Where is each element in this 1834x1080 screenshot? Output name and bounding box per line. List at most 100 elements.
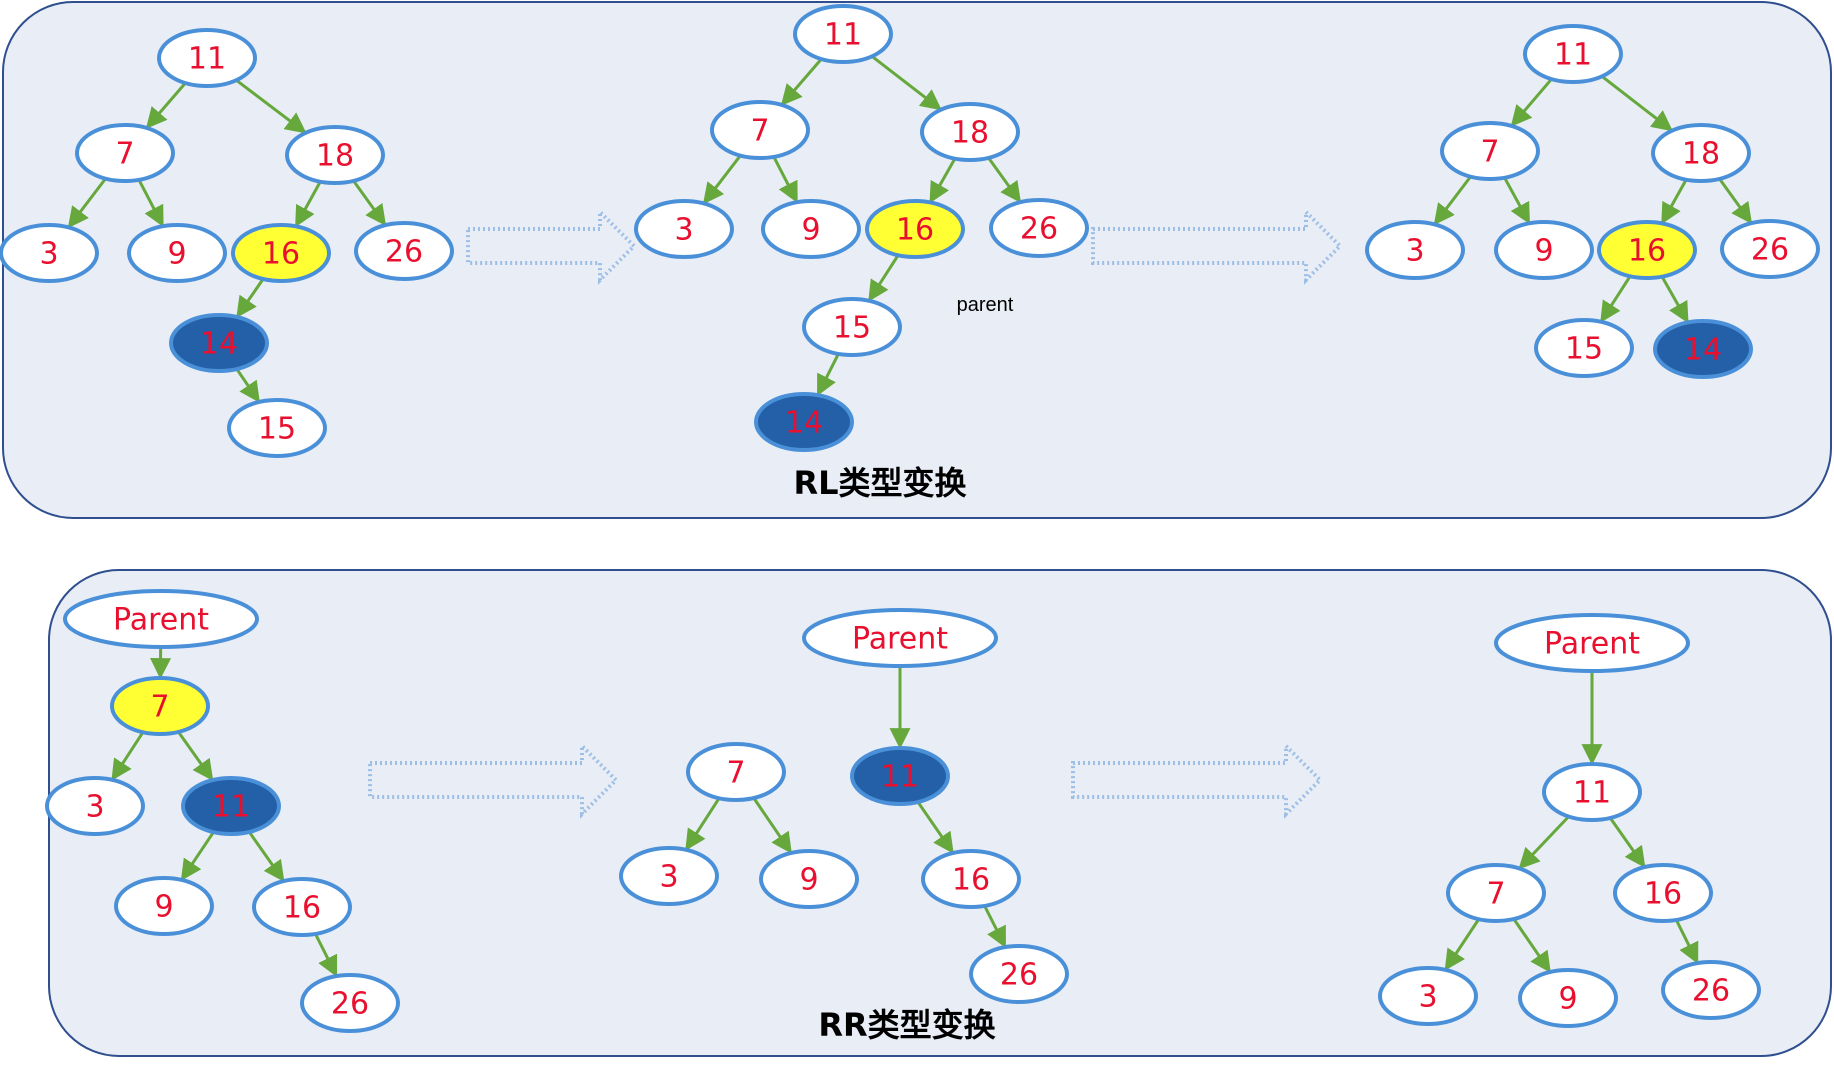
tree-node: 26 xyxy=(969,944,1069,1004)
tree-node: Parent xyxy=(1494,613,1690,673)
tree-node: 11 xyxy=(1523,24,1623,84)
rr-caption: RR类型变换 xyxy=(818,1006,995,1044)
tree-node: 14 xyxy=(169,313,269,373)
node-label: 26 xyxy=(1692,974,1730,1009)
tree-node: 26 xyxy=(1661,960,1761,1020)
tree-edge xyxy=(1608,817,1646,868)
node-label: 3 xyxy=(85,790,104,825)
tree-node: 7 xyxy=(75,123,175,183)
node-label: 26 xyxy=(1000,958,1038,993)
tree-node: 18 xyxy=(285,125,385,185)
tree-node: Parent xyxy=(802,608,998,668)
tree-node: 15 xyxy=(1534,318,1634,378)
node-label: Parent xyxy=(1544,627,1640,662)
tree-node: 3 xyxy=(0,223,99,283)
node-label: 15 xyxy=(1565,332,1603,367)
node-label: 7 xyxy=(150,690,169,725)
node-label: 18 xyxy=(316,139,354,174)
node-label: 26 xyxy=(1751,233,1789,268)
node-ellipse xyxy=(920,102,1020,162)
node-ellipse xyxy=(127,223,227,283)
tree-node: 14 xyxy=(1653,319,1753,379)
node-label: 7 xyxy=(115,137,134,172)
node-label: 3 xyxy=(1405,234,1424,269)
node-label: 11 xyxy=(188,42,226,77)
node-ellipse xyxy=(761,199,861,259)
tree-node: 26 xyxy=(354,221,454,281)
tree-edge xyxy=(177,731,214,782)
tree-node: 3 xyxy=(619,846,719,906)
tree-edge xyxy=(868,254,900,302)
node-label: 11 xyxy=(212,790,250,825)
tree-node: 26 xyxy=(1720,219,1820,279)
tree-edges xyxy=(67,55,1753,978)
node-label: 16 xyxy=(1644,877,1682,912)
tree-node: 3 xyxy=(45,776,145,836)
node-label: 26 xyxy=(1020,212,1058,247)
tree-node: 9 xyxy=(114,876,214,936)
node-ellipse xyxy=(1661,960,1761,1020)
node-label: 3 xyxy=(1418,980,1437,1015)
node-ellipse xyxy=(1494,220,1594,280)
node-ellipse xyxy=(1534,318,1634,378)
tree-node: 11 xyxy=(850,746,950,806)
node-ellipse xyxy=(1378,966,1478,1026)
node-label: 11 xyxy=(881,760,919,795)
tree-edge xyxy=(352,179,387,227)
tree-edge xyxy=(780,58,823,106)
node-label: 11 xyxy=(1573,776,1611,811)
node-ellipse xyxy=(227,398,327,458)
node-ellipse xyxy=(1440,121,1540,181)
node-label: 7 xyxy=(750,114,769,149)
transition-arrow-icon xyxy=(466,207,637,285)
node-ellipse xyxy=(686,742,786,802)
node-ellipse xyxy=(169,313,269,373)
tree-edge xyxy=(1518,815,1570,870)
tree-node: 11 xyxy=(1542,762,1642,822)
node-label: 9 xyxy=(1558,982,1577,1017)
node-label: 14 xyxy=(785,406,823,441)
node-ellipse xyxy=(1613,863,1713,923)
parent-note: parent xyxy=(957,294,1014,316)
tree-edge xyxy=(235,368,260,403)
node-ellipse xyxy=(989,198,1089,258)
node-label: 16 xyxy=(262,237,300,272)
node-label: 14 xyxy=(200,327,238,362)
transition-arrows xyxy=(368,207,1343,819)
tree-edge xyxy=(67,177,107,229)
node-label: Parent xyxy=(852,622,948,657)
tree-node: 9 xyxy=(1518,968,1618,1028)
tree-node: Parent xyxy=(63,589,259,649)
tree-edge xyxy=(1512,918,1551,973)
node-label: 16 xyxy=(896,213,934,248)
node-ellipse xyxy=(1542,762,1642,822)
tree-node: 3 xyxy=(1365,220,1465,280)
node-ellipse xyxy=(231,223,331,283)
node-label: 3 xyxy=(674,213,693,248)
node-ellipse xyxy=(802,297,902,357)
node-ellipse xyxy=(1720,219,1820,279)
node-ellipse xyxy=(1365,220,1465,280)
tree-edge xyxy=(236,278,265,318)
node-label: 26 xyxy=(331,987,369,1022)
node-ellipse xyxy=(969,944,1069,1004)
node-ellipse xyxy=(181,776,281,836)
node-ellipse xyxy=(1523,24,1623,84)
node-ellipse xyxy=(1446,863,1546,923)
tree-edge xyxy=(987,156,1022,204)
tree-node: 9 xyxy=(759,849,859,909)
tree-node: 7 xyxy=(710,100,810,160)
tree-edge xyxy=(137,179,164,228)
node-label: 18 xyxy=(951,116,989,151)
tree-node: 9 xyxy=(127,223,227,283)
tree-edge xyxy=(1510,78,1553,127)
node-label: 7 xyxy=(1486,877,1505,912)
node-ellipse xyxy=(114,876,214,936)
tree-node: 3 xyxy=(634,199,734,259)
node-ellipse xyxy=(110,676,210,736)
tree-node: 18 xyxy=(1651,123,1751,183)
node-ellipse xyxy=(1651,123,1751,183)
tree-edge xyxy=(816,353,840,397)
tree-node: 9 xyxy=(761,199,861,259)
node-label: 14 xyxy=(1684,333,1722,368)
